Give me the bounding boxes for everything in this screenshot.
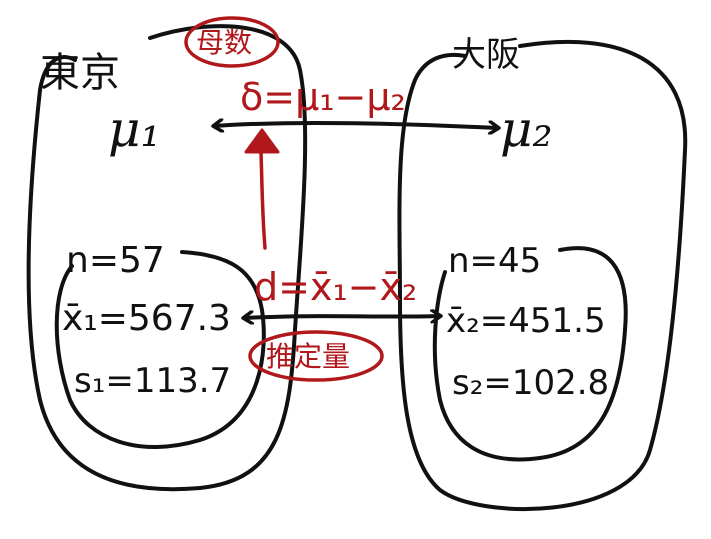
tokyo-population-loop	[26, 24, 308, 492]
tokyo-population-mean: μ₁	[108, 100, 161, 158]
tokyo-sample-mean: x̄₁=567.3	[62, 298, 231, 339]
tokyo-sample-size: n=57	[66, 240, 165, 281]
population-mean-arrow	[214, 123, 498, 128]
parameter-badge-ellipse	[184, 16, 280, 68]
estimator-formula: d=x̄₁−x̄₂	[254, 265, 417, 309]
tokyo-sample-loop	[54, 250, 266, 449]
osaka-sample-sd: s₂=102.8	[452, 363, 609, 403]
parameter-badge: 母数	[196, 26, 252, 59]
osaka-label: 大阪	[452, 35, 520, 75]
estimator-badge-ellipse	[248, 330, 384, 382]
estimation-arrowhead	[244, 128, 280, 154]
osaka-sample-mean: x̄₂=451.5	[446, 301, 606, 341]
osaka-sample-loop	[432, 246, 628, 462]
tokyo-sample-sd: s₁=113.7	[74, 361, 231, 401]
osaka-population-loop	[397, 39, 688, 512]
estimation-arrow	[259, 150, 267, 250]
parameter-formula: δ=μ₁−μ₂	[240, 75, 406, 119]
osaka-population-mean: μ₂	[500, 100, 553, 158]
tokyo-label: 東京	[40, 50, 120, 96]
osaka-sample-size: n=45	[448, 241, 541, 281]
estimator-badge: 推定量	[266, 340, 350, 373]
sample-mean-arrow	[244, 316, 440, 318]
